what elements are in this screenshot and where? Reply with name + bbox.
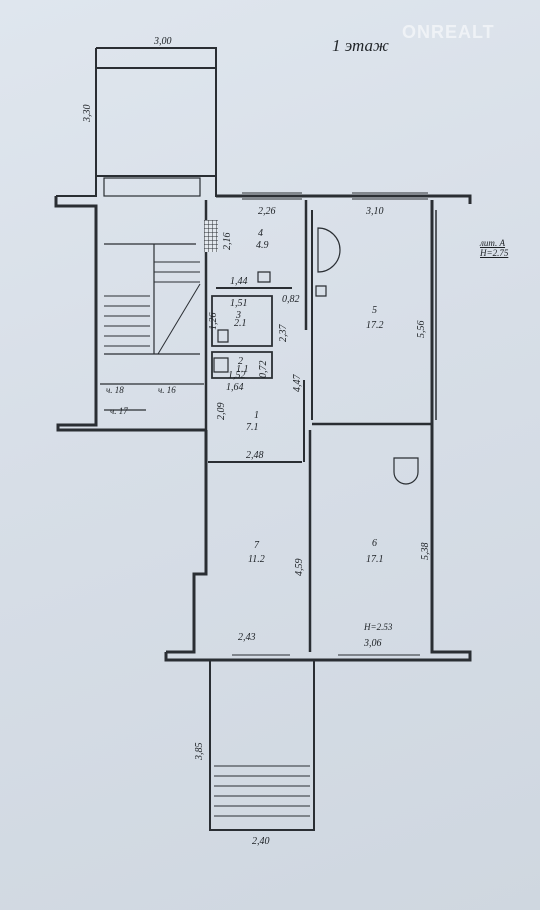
stair-landing	[103, 177, 201, 197]
dim-r5-width: 3,10	[366, 206, 384, 217]
room-7-area: 11.2	[248, 554, 265, 565]
dim-r7-width: 2,43	[238, 632, 256, 643]
outer-wall-bottom	[164, 640, 472, 662]
dim-r6-depth: 5,38	[420, 542, 431, 561]
room-2-number: 2	[238, 356, 243, 367]
dim-r1-side: 4,47	[292, 374, 303, 393]
dim-r2-depth: 0,72	[258, 360, 269, 379]
dim-r3-width: 1,51	[230, 298, 248, 309]
dim-r7-depth: 4,59	[294, 558, 305, 577]
room-3-area: 2.1	[234, 318, 247, 329]
toilet-r2	[213, 357, 229, 373]
room-1-area: 7.1	[246, 422, 259, 433]
dim-wall-gap: 0,82	[282, 294, 300, 305]
dim-stairs-width: 2,40	[252, 836, 270, 847]
dim-r3-depth: 1,26	[208, 312, 219, 331]
heater-r6	[393, 457, 419, 485]
stair-rail	[104, 243, 200, 355]
stair-label-16: ч. 16	[158, 385, 176, 395]
room-height-note: H=2.53	[364, 622, 393, 632]
window-top-1	[242, 192, 302, 200]
dim-r2-width: 1,52	[228, 370, 246, 381]
stair-lower-divider	[100, 383, 204, 411]
stair-steps	[104, 295, 150, 347]
room-4-area: 4.9	[256, 240, 269, 251]
dim-r4-width: 2,26	[258, 206, 276, 217]
legend-height: H=2.75	[480, 248, 509, 258]
room-6-number: 6	[372, 538, 377, 549]
lower-left-wall	[166, 430, 208, 654]
window-top-2	[352, 192, 428, 200]
lower-entrance-stairs	[209, 660, 315, 831]
lower-stair-steps	[214, 765, 310, 817]
stove-r5	[317, 227, 341, 273]
dim-r3-side: 2,37	[278, 324, 289, 343]
dim-r1-width-top: 1,64	[226, 382, 244, 393]
dim-r1-width-bottom: 2,48	[246, 450, 264, 461]
dim-r4-inner: 1,44	[230, 276, 248, 287]
floor-title: 1 этаж	[332, 36, 389, 55]
legend: лит. А H=2.75	[480, 238, 508, 258]
chimney-hatch	[204, 220, 218, 252]
upper-vestibule	[56, 175, 240, 197]
dim-r4-depth: 2,16	[222, 232, 233, 251]
outer-wall-top	[216, 194, 472, 204]
watermark: ONREALT	[402, 22, 495, 42]
sink-r5	[315, 285, 327, 297]
room-2-area: 1.1	[236, 364, 249, 375]
dim-top-entry-width: 3,00	[154, 36, 172, 47]
dim-r1-depth: 2,09	[216, 402, 227, 421]
sink-r4	[257, 271, 271, 283]
stair-label-18: ч. 18	[106, 385, 124, 395]
room-3-number: 3	[236, 310, 241, 321]
wall-r3	[211, 295, 273, 347]
room-4-number: 4	[258, 228, 263, 239]
room-5-area: 17.2	[366, 320, 384, 331]
dim-r5-depth: 5,56	[416, 320, 427, 339]
stair-steps-upper	[154, 261, 200, 283]
room-6-area: 17.1	[366, 554, 384, 565]
room-1-number: 1	[254, 410, 259, 421]
room-7-number: 7	[254, 540, 259, 551]
dim-r6-width: 3,06	[364, 638, 382, 649]
room-5-number: 5	[372, 305, 377, 316]
fixture-r3	[217, 329, 229, 343]
dim-top-entry-depth: 3,30	[82, 104, 93, 123]
stair-diagonal	[157, 283, 201, 355]
dim-stairs-depth: 3,85	[194, 742, 205, 761]
upper-entrance-canopy	[95, 47, 217, 196]
legend-lit: лит. А	[480, 238, 506, 248]
outer-wall-left	[54, 196, 206, 432]
stair-label-17: ч. 17	[110, 406, 128, 416]
wall-r2	[211, 351, 273, 379]
